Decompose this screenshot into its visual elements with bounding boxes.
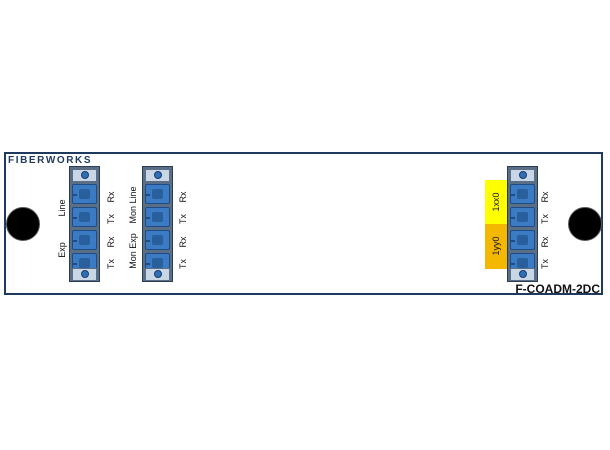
latch-screw-icon	[81, 270, 89, 278]
port-mon-line-tx[interactable]	[145, 207, 170, 227]
module-top-latch[interactable]	[145, 169, 170, 182]
group-label-exp: Exp	[57, 242, 67, 258]
brand-logo: FIBERWORKS	[8, 155, 93, 166]
channel-tag-label: 1yy0	[491, 236, 501, 256]
module-bottom-latch[interactable]	[145, 268, 170, 281]
port-line-rx[interactable]	[72, 184, 97, 204]
group-label-mon-exp: Mon Exp	[128, 233, 138, 269]
latch-screw-icon	[154, 171, 162, 179]
left-thumbscrew[interactable]	[6, 207, 40, 241]
latch-screw-icon	[519, 171, 527, 179]
port-label: Tx	[540, 259, 550, 269]
port-label: Tx	[178, 259, 188, 269]
group-label-mon-line: Mon Line	[128, 186, 138, 224]
module-bottom-latch[interactable]	[72, 268, 97, 281]
port-label: Tx	[106, 259, 116, 269]
module-top-latch[interactable]	[510, 169, 535, 182]
right-thumbscrew[interactable]	[568, 207, 602, 241]
connector-module-line-exp	[69, 166, 100, 282]
port-exp-rx[interactable]	[72, 230, 97, 250]
port-ch1-tx[interactable]	[510, 207, 535, 227]
port-ch1-rx[interactable]	[510, 184, 535, 204]
channel-tag-1xx0: 1xx0	[485, 180, 507, 224]
model-label: F-COADM-2DC	[515, 282, 600, 296]
channel-tag-1yy0: 1yy0	[485, 224, 507, 269]
port-line-tx[interactable]	[72, 207, 97, 227]
channel-tag-label: 1xx0	[491, 192, 501, 212]
latch-screw-icon	[519, 270, 527, 278]
module-top-latch[interactable]	[72, 169, 97, 182]
port-ch2-rx[interactable]	[510, 230, 535, 250]
connector-module-channel	[507, 166, 538, 282]
module-bottom-latch[interactable]	[510, 268, 535, 281]
latch-screw-icon	[81, 171, 89, 179]
group-label-line: Line	[57, 199, 67, 217]
port-mon-line-rx[interactable]	[145, 184, 170, 204]
latch-screw-icon	[154, 270, 162, 278]
port-mon-exp-rx[interactable]	[145, 230, 170, 250]
connector-module-monitor	[142, 166, 173, 282]
